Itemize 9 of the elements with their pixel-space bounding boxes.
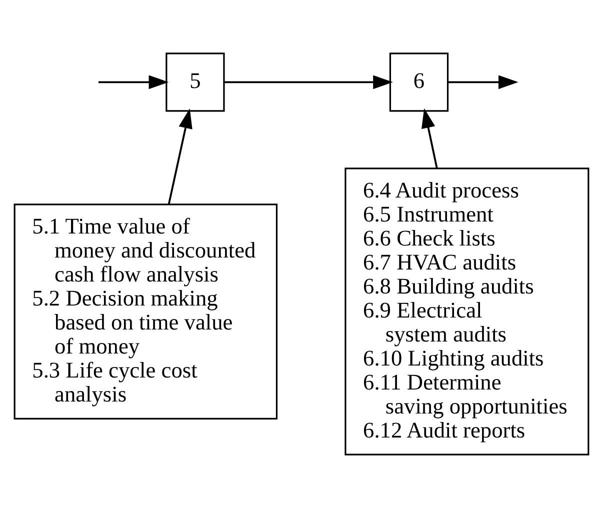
node-box: 5.1 Time value of money and discounted cash flow analysis 5.2 Decision making based on time value of money 5.3 Life cycle cost analysis	[14, 204, 278, 420]
arrow	[448, 75, 518, 90]
node-box: 5	[166, 52, 225, 112]
node-box: 6.4 Audit process 6.5 Instrument 6.6 Check lists 6.7 HVAC audits 6.8 Building audits 6.9 Electrical system audits 6.10 Lighting audits 6.11 Determine saving opportunities 6.12 Audit reports	[344, 168, 590, 456]
arrow	[168, 108, 192, 204]
arrow	[98, 75, 169, 90]
arrow	[224, 75, 393, 90]
node-box: 6	[389, 52, 449, 112]
arrow	[422, 108, 438, 168]
